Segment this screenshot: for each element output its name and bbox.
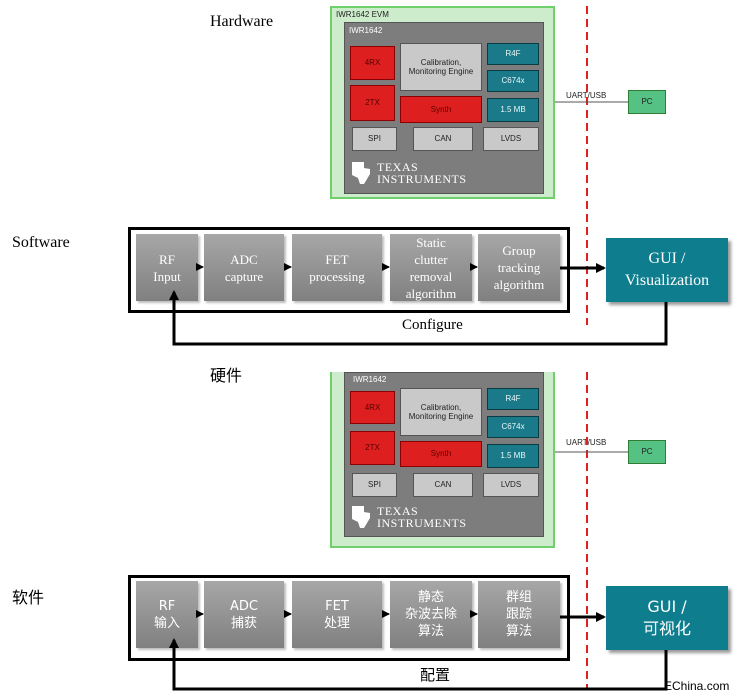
c674x-block: C674x	[487, 70, 539, 92]
lvds-block-cn: LVDS	[483, 473, 539, 497]
step-label: Group tracking algorithm	[493, 243, 545, 292]
logo-line-1: Texas	[377, 160, 419, 174]
spi-block: SPI	[352, 127, 397, 151]
gui-label: GUI / 可视化	[642, 597, 691, 638]
pc-block: PC	[628, 90, 666, 114]
calibration-engine-block: Calibration, Monitoring Engine	[400, 43, 482, 91]
memory-block-cn: 1.5 MB	[487, 444, 539, 468]
gui-visualization-block: GUI / Visualization	[606, 238, 728, 302]
ti-state-icon	[352, 162, 370, 184]
configure-label: Configure	[402, 317, 463, 333]
pc-block-cn: PC	[628, 440, 666, 464]
tx-block: 2TX	[350, 85, 395, 121]
step-label: ADC capture	[224, 251, 264, 284]
calibration-engine-block-cn: Calibration, Monitoring Engine	[400, 388, 482, 436]
rx-block-cn: 4RX	[350, 391, 395, 424]
step-group-tracking-cn: 群组 跟踪 算法	[478, 581, 560, 648]
memory-block: 1.5 MB	[487, 98, 539, 122]
r4f-block: R4F	[487, 43, 539, 65]
evm-title: IWR1642 EVM	[336, 10, 389, 19]
step-rf-input: RF Input	[136, 234, 198, 301]
step-static-clutter-removal-cn: 静态 杂波去除 算法	[390, 581, 472, 648]
r4f-block-cn: R4F	[487, 388, 539, 410]
uart-usb-label: UART/USB	[566, 91, 607, 100]
chip-title-cn: IWR1642	[353, 375, 387, 384]
step-label: RF Input	[153, 251, 181, 284]
step-static-clutter-removal: Static clutter removal algorithm	[390, 234, 472, 301]
step-fet-processing-cn: FET 处理	[292, 581, 382, 648]
chip-title: IWR1642	[349, 26, 383, 35]
hardware-label-cn: 硬件	[210, 366, 243, 385]
hardware-label: Hardware	[210, 13, 274, 30]
rx-block: 4RX	[350, 46, 395, 80]
can-block-cn: CAN	[413, 473, 473, 497]
lvds-block: LVDS	[483, 127, 539, 151]
ti-state-icon	[352, 506, 370, 528]
step-label: Static clutter removal algorithm	[405, 234, 457, 301]
step-adc-capture: ADC capture	[204, 234, 284, 301]
logo-line-2: Instruments	[377, 516, 467, 530]
step-label: ADC 捕获	[230, 598, 258, 631]
evm-board-cn: IWR1642 4RX 2TX Calibration, Monitoring …	[330, 372, 555, 548]
logo-line-2: Instruments	[377, 172, 467, 186]
gui-visualization-block-cn: GUI / 可视化	[606, 586, 728, 650]
synth-block: Synth	[400, 96, 482, 123]
step-label: 静态 杂波去除 算法	[404, 590, 457, 639]
chip-area: IWR1642 4RX 2TX Calibration, Monitoring …	[344, 22, 544, 194]
chip-area-cn: IWR1642 4RX 2TX Calibration, Monitoring …	[344, 372, 544, 537]
step-fet-processing: FET processing	[292, 234, 382, 301]
watermark: EChina.com	[664, 679, 730, 693]
step-label: FET processing	[309, 251, 365, 284]
spi-block-cn: SPI	[352, 473, 397, 497]
software-label: Software	[12, 234, 70, 251]
configure-label-cn: 配置	[420, 666, 451, 684]
logo-line-1: Texas	[377, 504, 419, 518]
software-label-cn: 软件	[12, 588, 45, 607]
texas-instruments-logo: Texas Instruments	[349, 160, 467, 186]
configure-feedback-arrow-cn	[169, 638, 668, 691]
step-label: FET 处理	[323, 598, 350, 631]
gui-label: GUI / Visualization	[624, 250, 710, 289]
step-label: RF 输入	[153, 598, 180, 631]
c674x-block-cn: C674x	[487, 416, 539, 438]
tx-block-cn: 2TX	[350, 431, 395, 465]
step-group-tracking: Group tracking algorithm	[478, 234, 560, 301]
evm-board: IWR1642 EVM IWR1642 4RX 2TX Calibration,…	[330, 6, 555, 199]
synth-block-cn: Synth	[400, 441, 482, 467]
texas-instruments-logo-cn: Texas Instruments	[349, 504, 467, 530]
configure-feedback-arrow	[169, 290, 668, 346]
step-rf-input-cn: RF 输入	[136, 581, 198, 648]
step-adc-capture-cn: ADC 捕获	[204, 581, 284, 648]
step-label: 群组 跟踪 算法	[505, 590, 532, 639]
can-block: CAN	[413, 127, 473, 151]
